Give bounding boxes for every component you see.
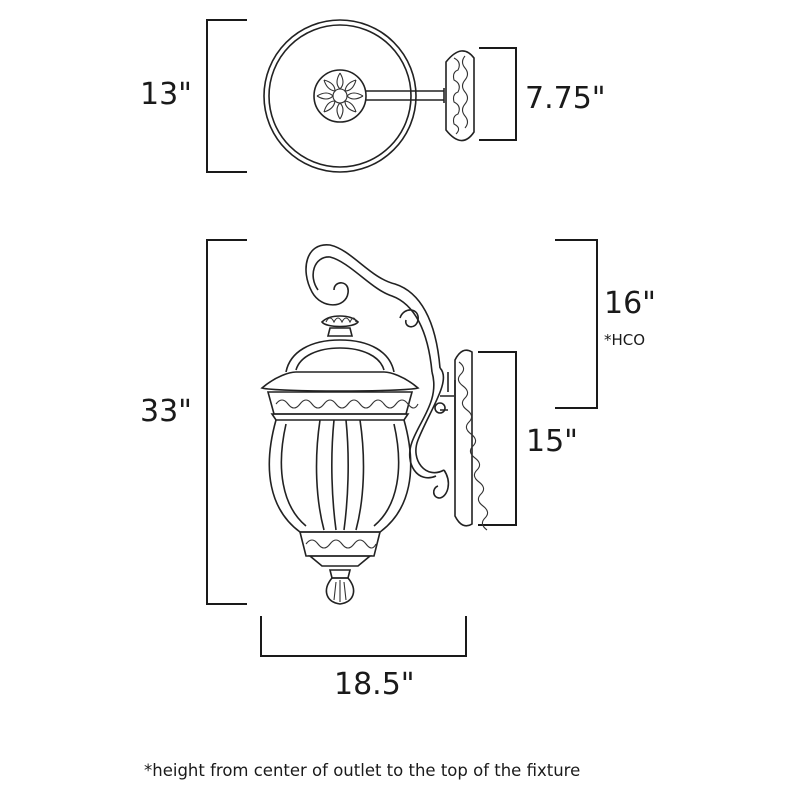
width-dimension-bracket xyxy=(260,616,467,657)
hco-note: *HCO xyxy=(604,331,645,349)
depth-label: 13" xyxy=(140,77,192,112)
top-view: 13" 7.75" xyxy=(140,19,606,173)
backplate-width-bracket xyxy=(479,47,517,141)
height-dimension-bracket xyxy=(206,239,247,605)
side-view-fixture xyxy=(260,244,489,605)
backplate-height-bracket xyxy=(478,351,517,526)
depth-dimension-bracket xyxy=(206,19,247,173)
backplate-width-label: 7.75" xyxy=(525,81,606,116)
top-view-fixture xyxy=(263,19,475,173)
side-view: 33" 16" *HCO 15" 18.5" xyxy=(140,239,656,702)
backplate-height-label: 15" xyxy=(526,424,578,459)
width-label: 18.5" xyxy=(334,667,415,702)
footnote: *height from center of outlet to the top… xyxy=(144,761,580,780)
hco-label: 16" xyxy=(604,286,656,321)
hco-dimension-bracket xyxy=(555,239,598,409)
height-label: 33" xyxy=(140,394,192,429)
